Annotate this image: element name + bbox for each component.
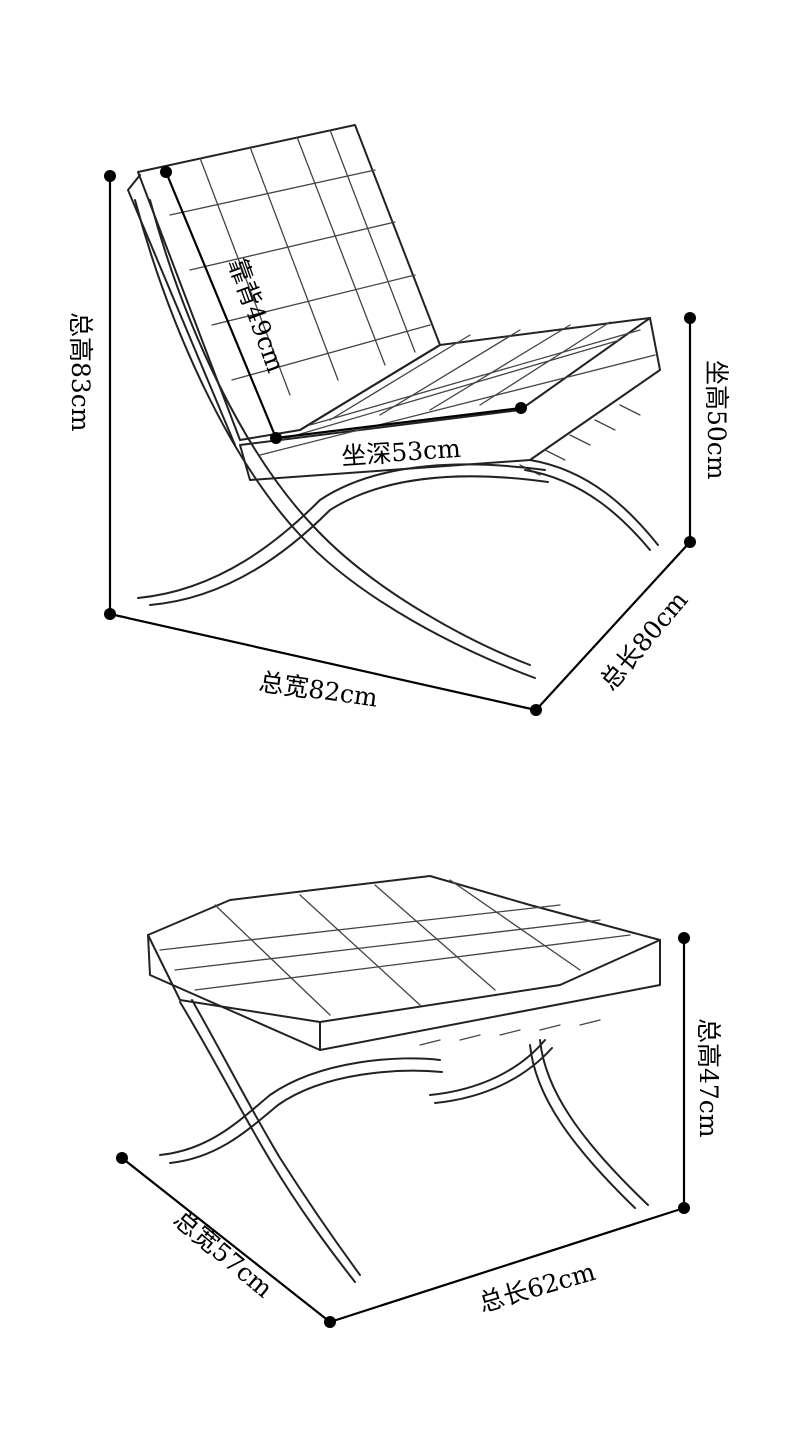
chair-total-height-label: 总高83cm bbox=[66, 312, 95, 432]
ottoman-total-height-label: 总高47cm bbox=[694, 1018, 723, 1138]
chair-dimension-lines bbox=[104, 166, 696, 716]
chair-total-length-label: 总长80cm bbox=[594, 585, 693, 695]
ottoman-illustration bbox=[147, 875, 661, 1283]
chair-total-width-label: 总宽82cm bbox=[257, 667, 380, 712]
chair-backrest-label: 靠背49cm bbox=[222, 254, 290, 377]
ottoman-total-length-label: 总长62cm bbox=[476, 1257, 599, 1318]
ottoman-total-width-label: 总宽57cm bbox=[168, 1204, 278, 1303]
chair-illustration bbox=[127, 124, 661, 679]
chair-seat-height-label: 坐高50cm bbox=[702, 360, 731, 480]
ottoman-dimension-lines bbox=[116, 932, 690, 1328]
